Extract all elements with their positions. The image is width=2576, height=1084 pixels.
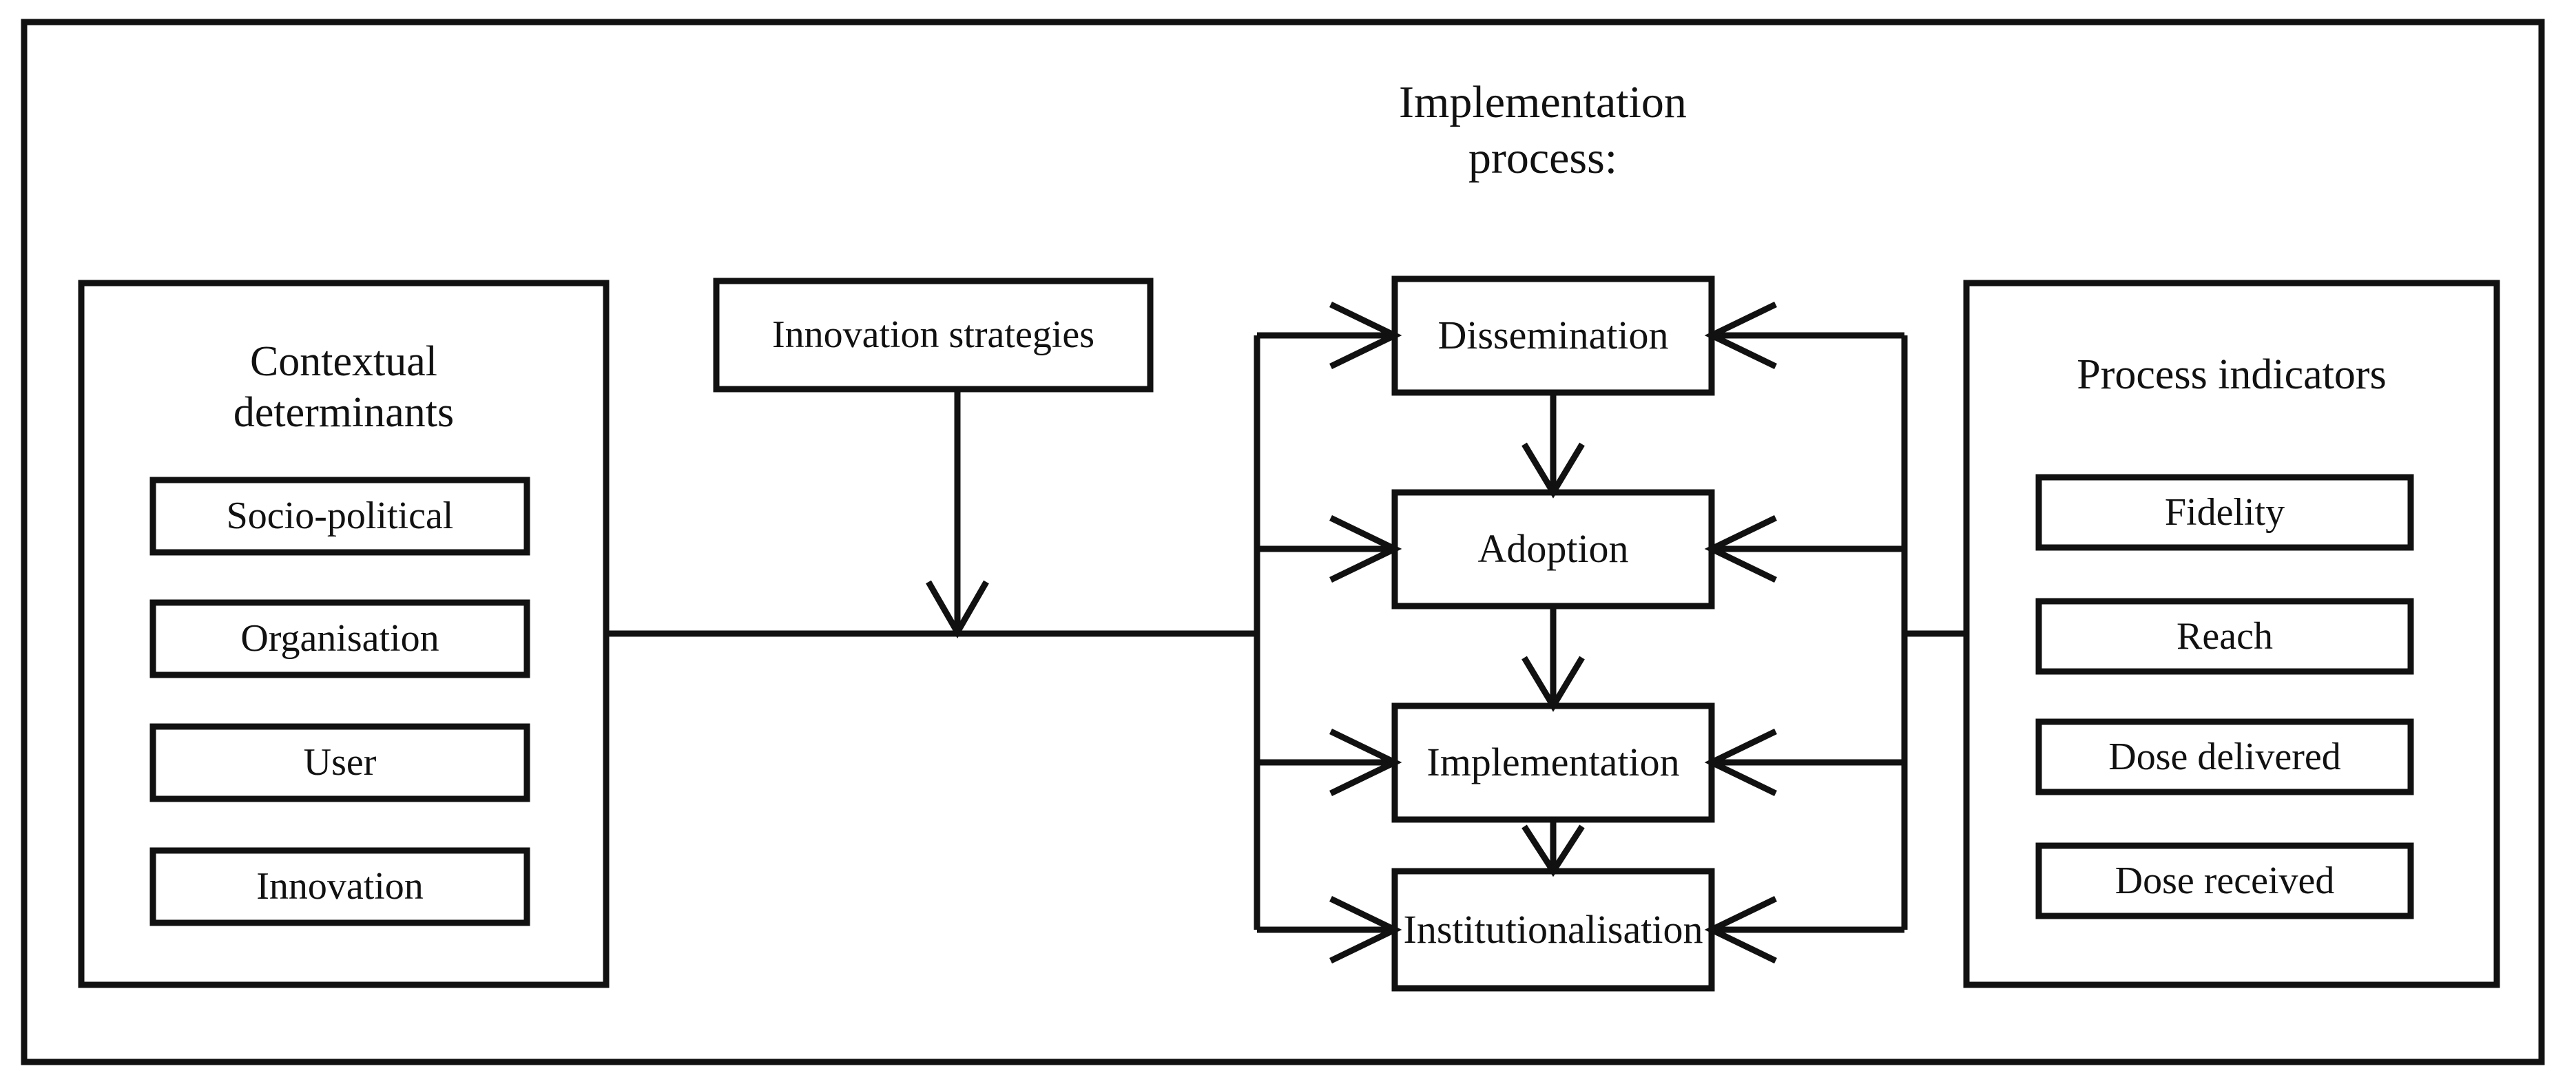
left-item-box-innovation	[149, 847, 530, 926]
contextual-determinants-heading-line-2: determinants	[233, 388, 455, 436]
left-item-organisation-label: Organisation	[240, 617, 439, 660]
arrowhead-right-dissemination	[1704, 301, 1777, 370]
left-item-box-user	[149, 723, 530, 802]
contextual-determinants-heading-line-1: Contextual	[249, 338, 438, 386]
diagram-title-line-2: process:	[1468, 133, 1618, 183]
right-item-box-reach	[2035, 598, 2414, 675]
innovation-strategies[interactable]: Innovation strategies	[716, 281, 1150, 389]
diagram-title-line-1: Implementation	[1399, 77, 1687, 128]
right-item-dose-received[interactable]: Dose received	[2039, 846, 2411, 916]
arrowhead-left-adoption	[1329, 514, 1402, 583]
process-indicators-heading: Process indicators	[1966, 344, 2497, 406]
arrowhead-right-adoption	[1704, 514, 1777, 583]
left-item-box-organisation	[149, 599, 530, 678]
process-step-adoption-label: Adoption	[1477, 526, 1629, 572]
right-item-box-dose-received	[2035, 842, 2414, 919]
left-item-socio-political-label: Socio-political	[226, 494, 454, 538]
process-step-adoption[interactable]: Adoption	[1395, 492, 1712, 606]
arrowhead-adoption-to-implementation	[1521, 656, 1585, 712]
right-item-box-dose-delivered	[2035, 718, 2414, 795]
diagram-outer-frame	[21, 19, 2545, 1065]
process-indicators-heading-label: Process indicators	[2077, 351, 2387, 399]
process-step-institutionalisation-label: Institutionalisation	[1403, 906, 1703, 952]
arrowhead-right-implementation	[1704, 728, 1777, 797]
right-item-fidelity[interactable]: Fidelity	[2039, 477, 2411, 548]
left-item-organisation[interactable]: Organisation	[153, 603, 527, 675]
process-step-dissemination[interactable]: Dissemination	[1395, 279, 1712, 393]
arrowhead-implementation-to-institutionalisation	[1521, 824, 1585, 877]
left-item-user[interactable]: User	[153, 727, 527, 799]
left-item-innovation[interactable]: Innovation	[153, 851, 527, 923]
left-item-box-socio-political	[149, 477, 530, 556]
right-item-dose-received-label: Dose received	[2115, 859, 2335, 902]
right-item-dose-delivered[interactable]: Dose delivered	[2039, 722, 2411, 792]
arrowhead-left-institutionalisation	[1329, 895, 1402, 964]
left-item-innovation-label: Innovation	[256, 865, 424, 908]
diagram-title: Implementation process:	[1329, 62, 1756, 200]
process-step-implementation[interactable]: Implementation	[1395, 706, 1712, 820]
left-item-user-label: User	[303, 741, 377, 784]
arrowhead-strategies-down	[926, 580, 989, 639]
arrowhead-left-dissemination	[1329, 301, 1402, 370]
contextual-determinants-heading: Contextual determinants	[81, 327, 606, 448]
right-item-reach[interactable]: Reach	[2039, 601, 2411, 671]
arrowhead-dissemination-to-adoption	[1521, 442, 1585, 499]
right-item-box-fidelity	[2035, 474, 2414, 551]
process-step-institutionalisation[interactable]: Institutionalisation	[1395, 871, 1712, 988]
right-item-dose-delivered-label: Dose delivered	[2108, 735, 2341, 778]
right-item-reach-label: Reach	[2177, 614, 2273, 658]
right-item-fidelity-label: Fidelity	[2164, 490, 2285, 534]
arrowhead-left-implementation	[1329, 728, 1402, 797]
process-step-implementation-label: Implementation	[1426, 740, 1680, 785]
left-item-socio-political[interactable]: Socio-political	[153, 480, 527, 552]
innovation-strategies-label: Innovation strategies	[771, 313, 1095, 357]
arrowhead-right-institutionalisation	[1704, 895, 1777, 964]
innovation-strategies-box	[713, 278, 1154, 393]
process-step-dissemination-label: Dissemination	[1437, 313, 1669, 358]
